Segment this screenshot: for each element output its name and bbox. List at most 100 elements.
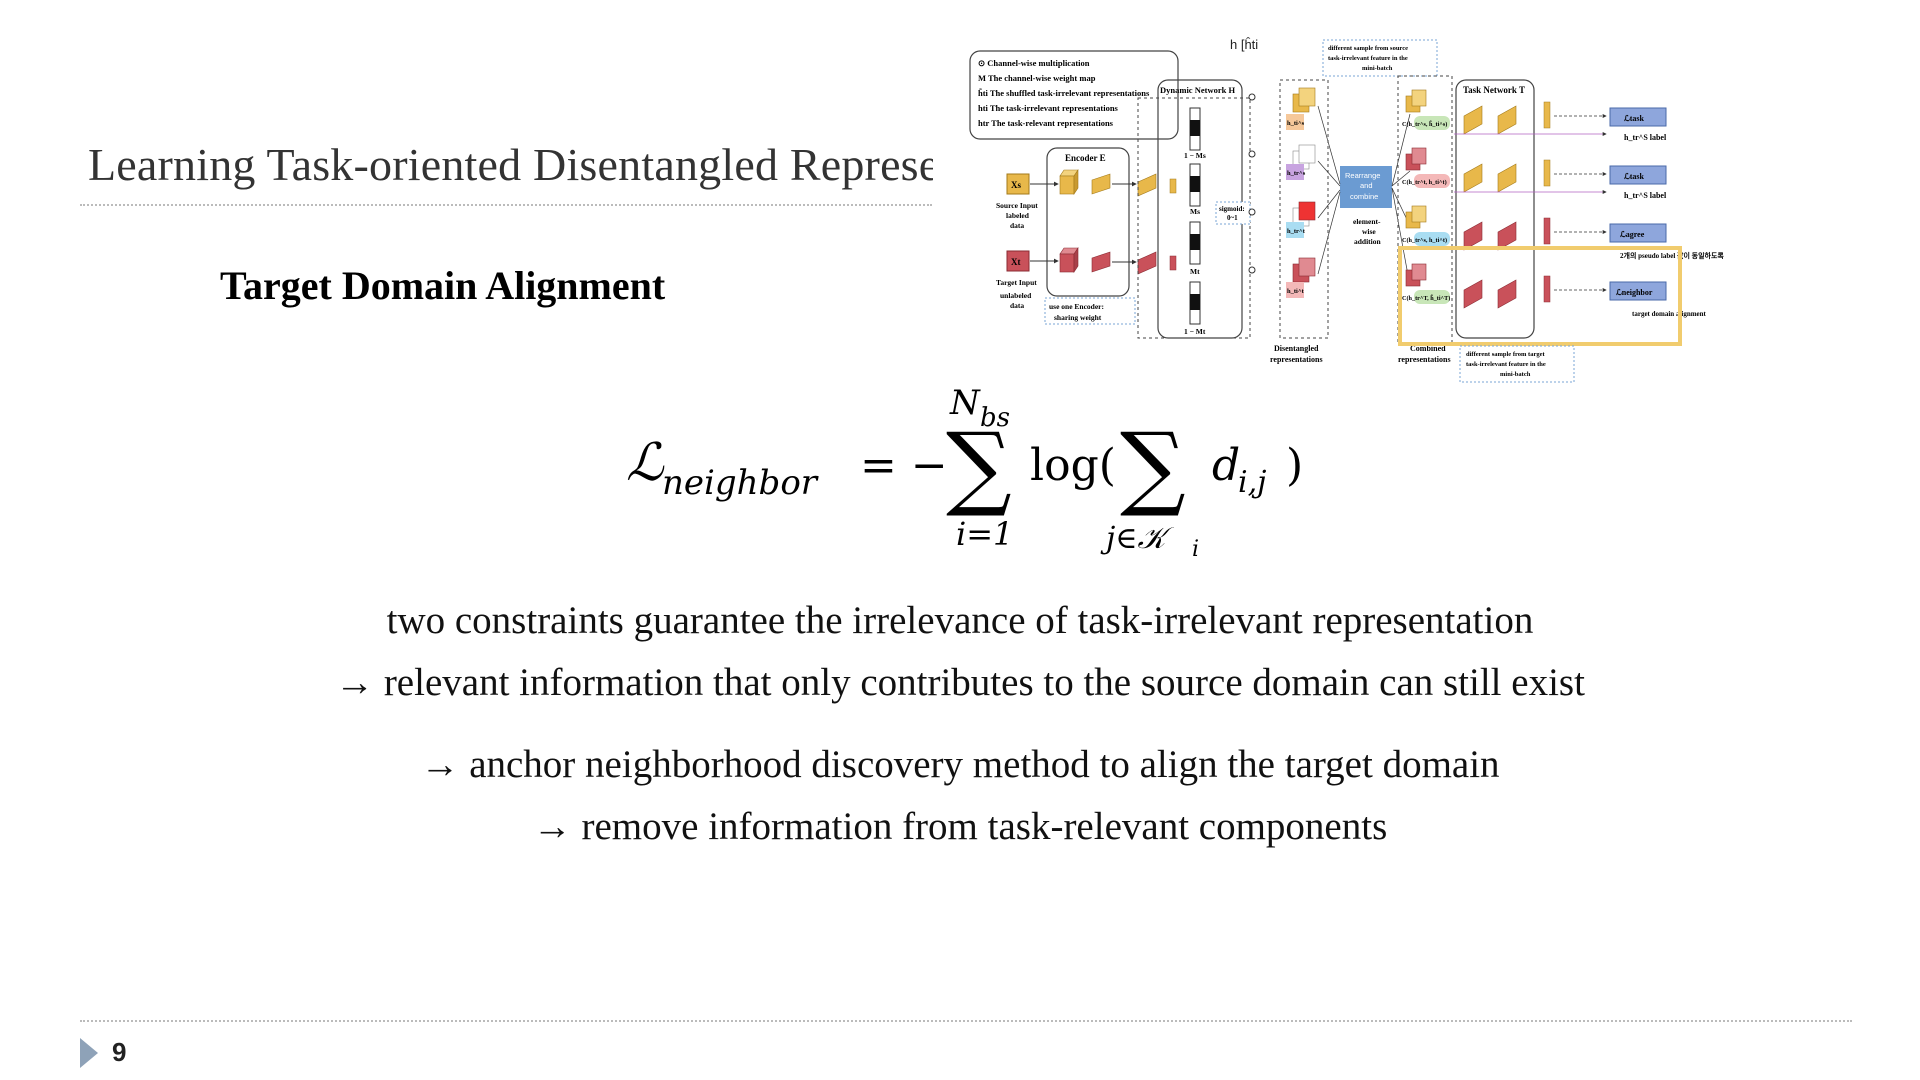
rep-label-1: h_ti^s	[1287, 120, 1305, 127]
note-target-3: mini-batch	[1500, 371, 1531, 378]
combine-label-1: C(h_tr^s, h̃_ti^s)	[1402, 121, 1447, 128]
combined-cubes	[1405, 89, 1427, 287]
formula-term-sub: i,j	[1238, 465, 1266, 500]
target-input-icon	[1006, 250, 1030, 272]
dynamic-network-label: Dynamic Network H	[1160, 85, 1235, 95]
loss-neighbor	[1609, 281, 1667, 301]
loss-agree	[1609, 223, 1667, 243]
combined-chips	[1414, 116, 1450, 304]
note-source-box	[1322, 39, 1438, 77]
page-number: 9	[112, 1037, 127, 1067]
loss-label-4: ℒneighbor	[1616, 288, 1653, 297]
task-network-box	[1455, 79, 1535, 339]
note-source-3: mini-batch	[1362, 65, 1393, 72]
mask-label-1: 1 − Ms	[1184, 151, 1206, 160]
formula-term: d	[1212, 440, 1240, 491]
loss-label-1: ℒtask	[1624, 114, 1645, 123]
formula-log: log(	[1030, 440, 1116, 491]
side-label-4: target domain alignment	[1632, 310, 1707, 318]
legend-line-5: htr The task-relevant representations	[978, 118, 1114, 128]
mask-bars	[1189, 107, 1201, 325]
encoder-label: Encoder E	[1065, 153, 1106, 163]
output-bars	[1543, 101, 1551, 303]
body-line-3: → anchor neighborhood discovery method t…	[420, 743, 1500, 786]
encoder-note-1: use one Encoder:	[1049, 302, 1104, 311]
target-caption-3: data	[1010, 301, 1024, 310]
disentangled-caption-1: Disentangled	[1274, 344, 1319, 353]
legend-line-3: h̃ti The shuffled task-irrelevant repres…	[978, 87, 1150, 98]
body-line-2: → relevant information that only contrib…	[335, 661, 1585, 704]
combine-label-3: C(h_tr^s, h_ti^t)	[1402, 237, 1447, 244]
formula-sum-upper: N	[949, 383, 981, 423]
encoder-target-blocks	[1059, 247, 1111, 273]
formula-inner-sum-sign: ∑	[1120, 413, 1186, 520]
formula-inner-lower: j∈𝒦	[1100, 521, 1175, 556]
source-input-icon	[1006, 173, 1030, 195]
slide-title: Learning Task-oriented Disentangled Repr…	[88, 139, 933, 190]
multiply-ops	[1248, 93, 1256, 274]
task-blocks	[1463, 105, 1517, 309]
neighbor-loss-formula: ℒ neighbor = − N bs ∑ i=1 log( ∑ j∈𝒦 i d…	[626, 383, 1303, 562]
formula-close: )	[1286, 440, 1303, 491]
combine-label-2: C(h_tr^t, h_ti^t)	[1402, 179, 1447, 186]
note-source-1: different sample from source	[1328, 45, 1408, 52]
side-label-3: 2개의 pseudo label 값이 동일하도록	[1620, 251, 1724, 260]
note-source-2: task-irrelevant feature in the	[1328, 55, 1408, 62]
formula-lhs: ℒ	[626, 433, 665, 493]
disentangled-region	[1279, 79, 1329, 339]
encoder-box	[1046, 147, 1130, 297]
elementwise-2: wise	[1362, 227, 1376, 236]
rearrange-box	[1340, 166, 1392, 208]
source-caption-1: Source Input	[996, 201, 1038, 210]
rearrange-2: and	[1360, 181, 1373, 190]
rep-label-3: h_tr^t	[1287, 228, 1306, 235]
rep-chip-4	[1286, 282, 1304, 298]
handwritten-note: h [ĥti	[1230, 37, 1258, 52]
combined-caption-1: Combined	[1410, 344, 1446, 353]
formula-sum-upper-sub: bs	[980, 403, 1010, 433]
architecture-diagram: ⊙ Channel-wise multiplication M The chan…	[969, 37, 1724, 383]
rearrange-1: Rearrange	[1345, 171, 1380, 180]
task-network-label: Task Network T	[1463, 85, 1525, 95]
sigmoid-note-2: 0~1	[1227, 214, 1238, 222]
source-input-label: Xs	[1011, 180, 1021, 190]
legend-line-1: ⊙ Channel-wise multiplication	[978, 58, 1090, 68]
loss-label-2: ℒtask	[1624, 172, 1645, 181]
source-caption-2: labeled	[1006, 211, 1030, 220]
body-line-4: → remove information from task-relevant …	[532, 805, 1388, 848]
page-marker-icon	[80, 1038, 98, 1068]
formula-eq: = −	[860, 440, 948, 491]
target-caption-2: unlabeled	[1000, 291, 1032, 300]
rep-label-4: h_ti^t	[1287, 288, 1305, 295]
title-divider	[80, 204, 932, 206]
note-target-2: task-irrelevant feature in the	[1466, 361, 1546, 368]
side-label-2: h_tr^S label	[1624, 191, 1667, 200]
side-label-1: h_tr^S label	[1624, 133, 1667, 142]
loss-task-1	[1609, 107, 1667, 127]
rep-chip-2	[1286, 164, 1304, 180]
note-target-box	[1459, 345, 1575, 383]
section-subtitle: Target Domain Alignment	[220, 263, 666, 308]
body-line-1: two constraints guarantee the irrelevanc…	[386, 599, 1534, 642]
formula-inner-lower-sub: i	[1192, 537, 1199, 562]
source-feature	[1137, 173, 1157, 197]
rep-chip-3	[1286, 222, 1304, 238]
legend-line-2: M The channel-wise weight map	[978, 73, 1096, 83]
highlight-box	[1398, 246, 1682, 346]
mask-label-3: Mt	[1190, 267, 1200, 276]
sigmoid-note-1: sigmoid:	[1219, 205, 1245, 213]
note-target-1: different sample from target	[1466, 351, 1545, 358]
rep-label-2: h_tr^s	[1287, 170, 1306, 177]
combined-caption-2: representations	[1398, 355, 1451, 364]
legend-line-4: hti The task-irrelevant representations	[978, 103, 1119, 113]
mask-label-4: 1 − Mt	[1184, 327, 1206, 336]
target-caption-1: Target Input	[996, 278, 1037, 287]
rep-chip-1	[1286, 114, 1304, 130]
elementwise-3: addition	[1354, 237, 1382, 246]
source-caption-3: data	[1010, 221, 1024, 230]
elementwise-1: element-	[1353, 217, 1381, 226]
rearrange-3: combine	[1350, 192, 1378, 201]
encoder-note-box	[1044, 297, 1136, 325]
formula-sum-sign: ∑	[946, 413, 1012, 520]
formula-sum-lower: i=1	[956, 515, 1013, 553]
